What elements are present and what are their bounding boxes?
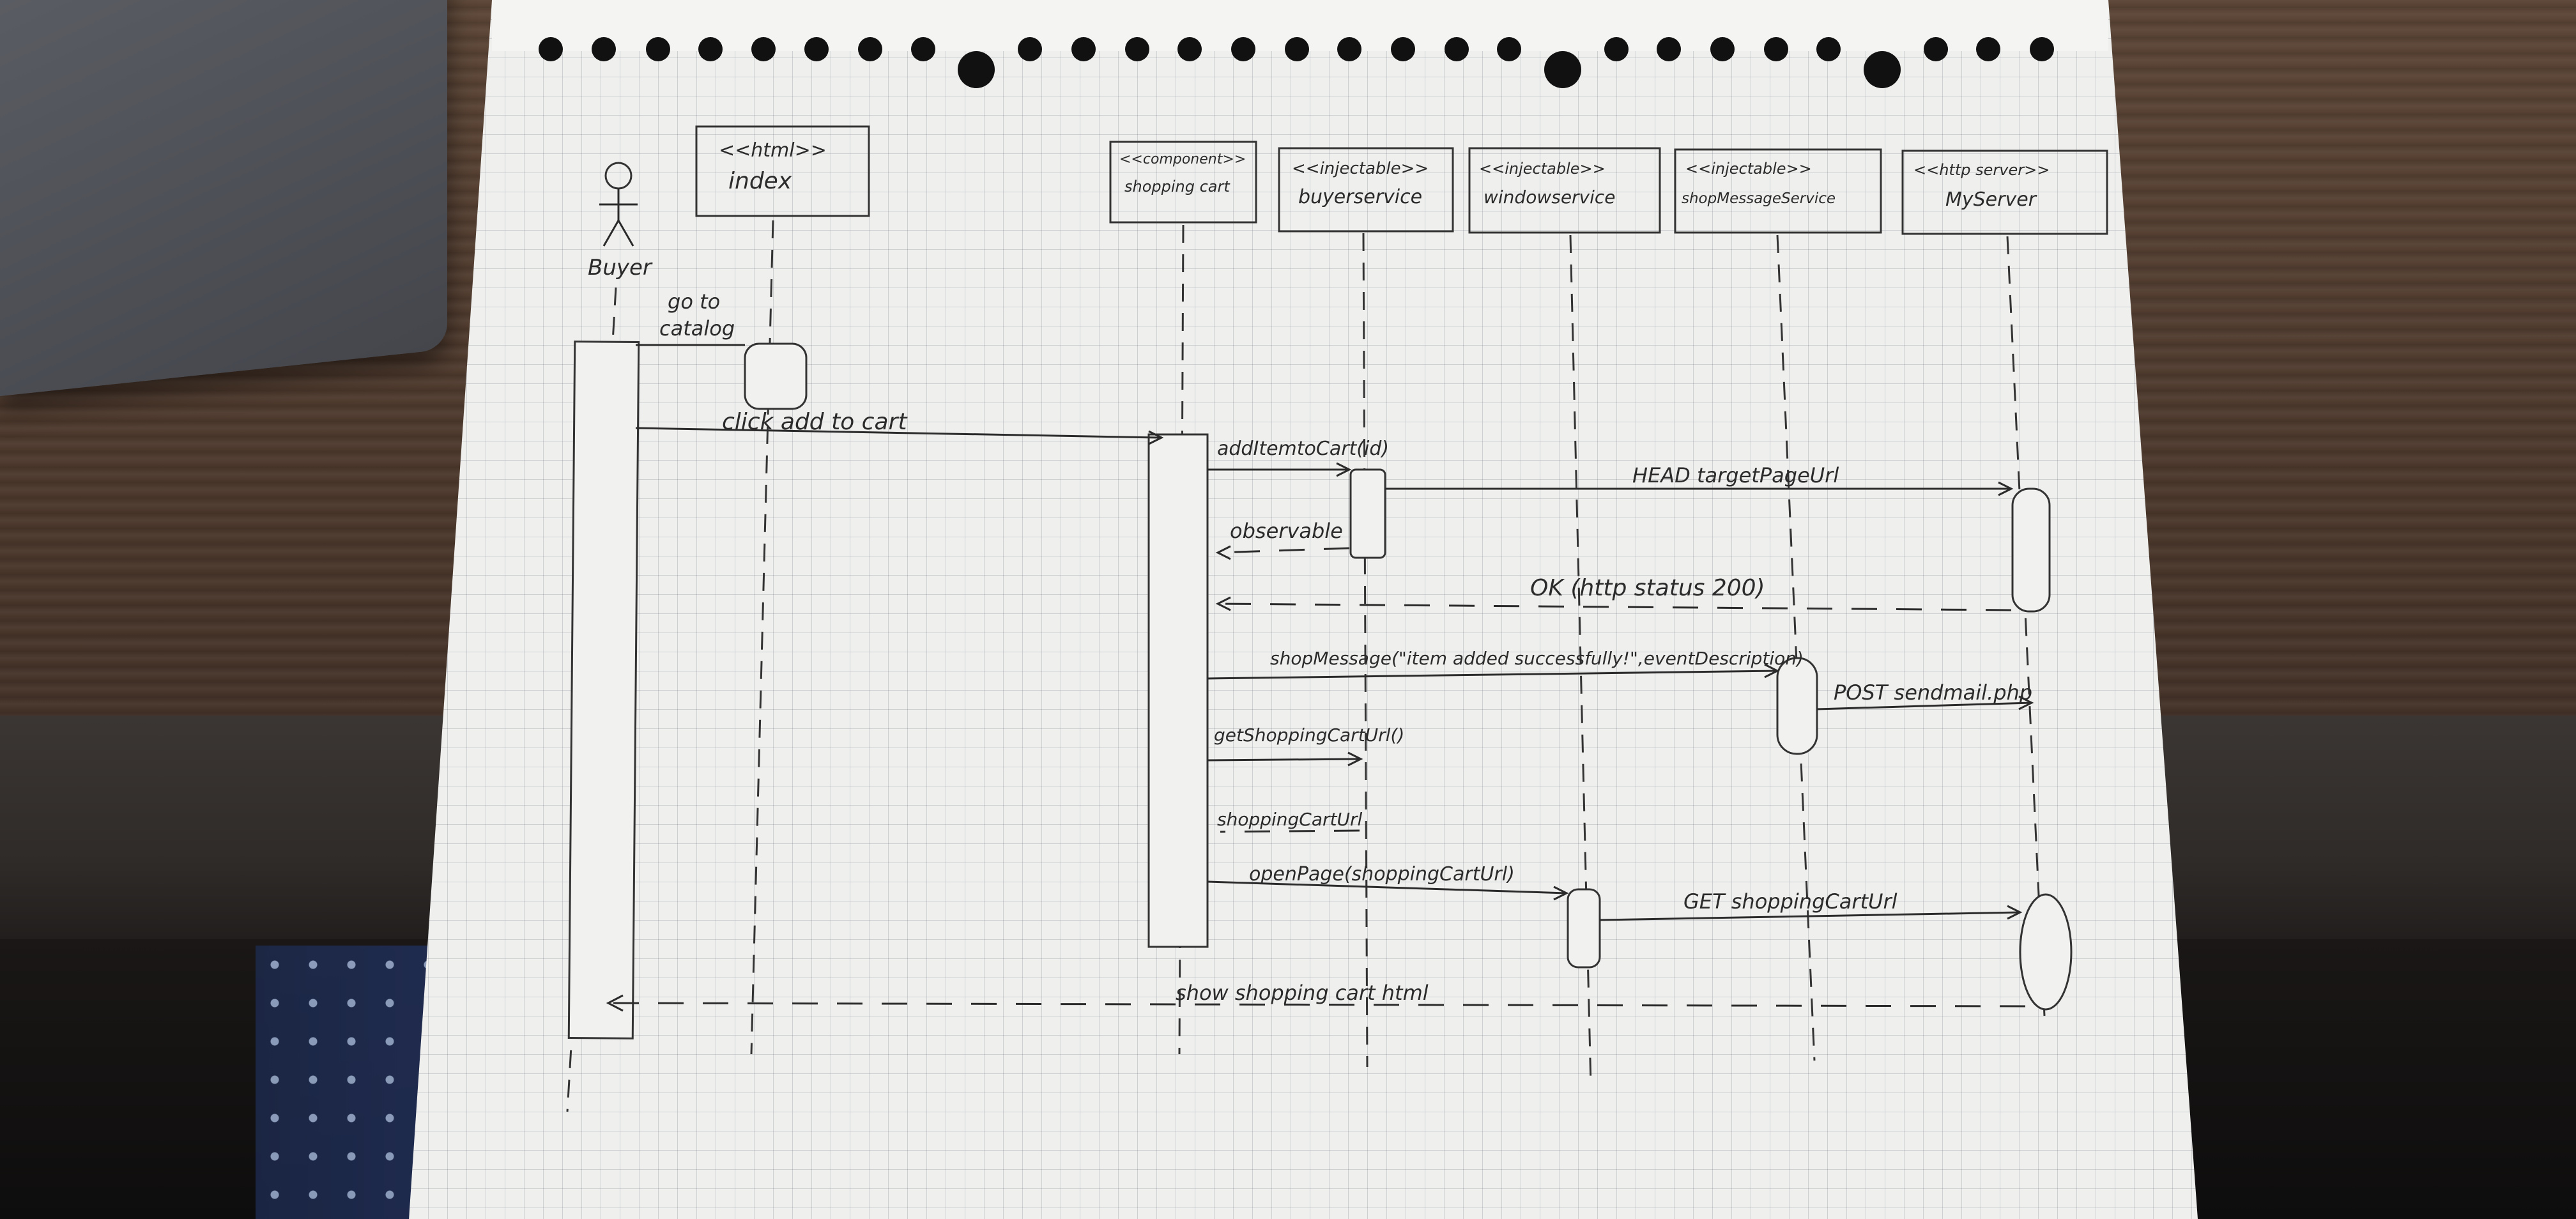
lifeline-shop-message-service: [1776, 234, 1816, 1061]
buyer-actor: Buyer: [588, 162, 653, 280]
activation-my-server-1: [2011, 487, 2051, 613]
svg-text:getShoppingCartUrl(): getShoppingCartUrl(): [1214, 724, 1404, 746]
svg-text:GET shoppingCartUrl: GET shoppingCartUrl: [1683, 889, 1897, 914]
message-head-target-page-url: HEAD targetPageUrl: [1385, 463, 2014, 496]
svg-text:click add to cart: click add to cart: [722, 409, 908, 435]
svg-text:show shopping cart html: show shopping cart html: [1176, 981, 1429, 1005]
binding-hole: [1544, 51, 1581, 88]
binding-hole: [1125, 37, 1149, 61]
lifeline-my-server: [2006, 236, 2046, 1016]
binding-hole: [698, 37, 723, 61]
cart-name: shopping cart: [1124, 178, 1230, 195]
activation-shop-message-service: [1776, 657, 1818, 755]
binding-hole: [539, 37, 563, 61]
window-service-stereotype: <<injectable>>: [1479, 160, 1606, 178]
binding-hole: [804, 37, 829, 61]
binding-hole: [1604, 37, 1629, 61]
buyer-service-stereotype: <<injectable>>: [1292, 159, 1429, 178]
message-open-page: openPage(shoppingCartUrl): [1207, 863, 1569, 901]
binding-hole: [1445, 37, 1469, 61]
activation-my-server-2: [2019, 893, 2073, 1011]
binding-hole: [1337, 37, 1361, 61]
actor-head-icon: [604, 162, 632, 190]
participant-buyer-service: <<injectable>> buyerservice: [1278, 147, 1454, 233]
message-get-shopping-cart-url: getShoppingCartUrl(): [1207, 724, 1404, 767]
message-get-shopping-cart: GET shoppingCartUrl: [1599, 889, 2023, 921]
message-add-item-to-cart: addItemtoCart(id): [1208, 438, 1389, 477]
svg-text:catalog: catalog: [659, 316, 735, 341]
binding-hole: [1285, 37, 1309, 61]
message-post-sendmail: POST sendmail.php: [1816, 680, 2034, 710]
svg-text:HEAD targetPageUrl: HEAD targetPageUrl: [1632, 463, 1839, 487]
binding-hole: [1018, 37, 1042, 61]
activation-buyer-service: [1349, 468, 1386, 559]
binding-hole: [1816, 37, 1841, 61]
shop-message-service-name: shopMessageService: [1682, 190, 1836, 207]
activation-buyer: [567, 341, 640, 1039]
binding-hole: [958, 51, 995, 88]
binding-hole: [592, 37, 616, 61]
message-go-to-catalog: go to catalog: [636, 289, 745, 346]
binding-hole: [911, 37, 935, 61]
binding-hole: [1177, 37, 1202, 61]
message-ok-status-return: OK (http status 200): [1215, 575, 2012, 611]
cart-stereotype: <<component>>: [1119, 151, 1246, 167]
svg-text:addItemtoCart(id): addItemtoCart(id): [1217, 438, 1389, 460]
binding-hole: [2030, 37, 2054, 61]
participant-window-service: <<injectable>> windowservice: [1468, 147, 1661, 234]
window-service-name: windowservice: [1483, 187, 1616, 208]
message-click-add-to-cart: click add to cart: [635, 409, 1164, 445]
svg-text:POST sendmail.php: POST sendmail.php: [1834, 680, 2032, 705]
svg-text:go to: go to: [668, 289, 720, 314]
lifeline-buyer-service: [1362, 233, 1368, 1068]
binding-hole: [751, 37, 776, 61]
message-shopping-cart-url-return: shoppingCartUrl: [1217, 809, 1363, 833]
index-stereotype: <<html>>: [719, 139, 827, 162]
message-observable-return: observable: [1215, 519, 1350, 560]
lifeline-index: [750, 220, 774, 1055]
binding-hole: [1864, 51, 1901, 88]
my-server-name: MyServer: [1945, 188, 2037, 211]
binding-hole: [858, 37, 882, 61]
participant-shop-message-service: <<injectable>> shopMessageService: [1674, 148, 1882, 234]
index-name: index: [728, 168, 792, 194]
activation-index: [744, 342, 808, 410]
binding-hole: [1391, 37, 1415, 61]
svg-text:shoppingCartUrl: shoppingCartUrl: [1217, 809, 1363, 830]
shop-message-service-stereotype: <<injectable>>: [1685, 160, 1812, 178]
binding-hole: [1764, 37, 1788, 61]
message-show-shopping-cart-html: show shopping cart html: [606, 981, 2026, 1012]
binding-hole: [1976, 37, 2000, 61]
binding-hole: [646, 37, 670, 61]
my-server-stereotype: <<http server>>: [1913, 161, 2050, 179]
buyer-label: Buyer: [588, 255, 653, 280]
binding-hole: [1071, 37, 1096, 61]
binding-hole: [1657, 37, 1681, 61]
buyer-service-name: buyerservice: [1298, 186, 1422, 208]
participant-my-server: <<http server>> MyServer: [1901, 150, 2108, 235]
svg-text:openPage(shoppingCartUrl): openPage(shoppingCartUrl): [1249, 863, 1515, 885]
binding-hole: [1710, 37, 1735, 61]
binding-hole: [1497, 37, 1521, 61]
message-shop-message: shopMessage("item added successfully!",e…: [1207, 648, 1804, 680]
svg-text:OK (http status 200): OK (http status 200): [1530, 575, 1765, 601]
binding-hole: [1924, 37, 1948, 61]
binding-hole: [1231, 37, 1255, 61]
svg-text:shopMessage("item added succes: shopMessage("item added successfully!",e…: [1270, 648, 1804, 669]
participant-shopping-cart: <<component>> shopping cart: [1109, 141, 1257, 224]
activation-bars: [567, 341, 2073, 1039]
svg-text:observable: observable: [1230, 519, 1343, 543]
participant-index: <<html>> index: [695, 125, 870, 217]
activation-window-service: [1567, 888, 1601, 969]
activation-shopping-cart: [1147, 433, 1209, 948]
